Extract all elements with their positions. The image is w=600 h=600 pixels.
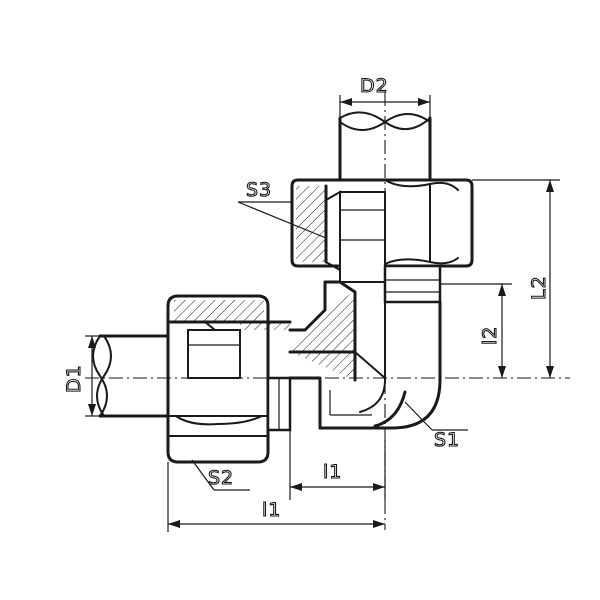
dim-l2-small: l2 [440, 283, 512, 378]
dim-d2: D2 [339, 74, 431, 118]
ferrule-s3 [325, 190, 341, 272]
elbow-body [288, 280, 442, 430]
dim-l2: L2 [472, 179, 560, 378]
dim-s2: S2 [191, 459, 250, 491]
left-ferrule-s2 [187, 329, 241, 379]
l2-small-label: l2 [479, 326, 501, 345]
dim-l1-small: l1 [289, 430, 386, 500]
body-inner-bend [359, 301, 386, 413]
s3-label: S3 [246, 179, 272, 201]
upper-nut-hex-facets [384, 179, 459, 265]
body-section-hatch [290, 290, 355, 380]
d2-label: D2 [360, 75, 389, 97]
body-outer-bend [318, 300, 442, 430]
left-nut [166, 294, 270, 464]
body-bend-lip [373, 390, 407, 428]
l1-small-label: l1 [323, 461, 342, 483]
left-branch [92, 294, 292, 464]
body-outline [288, 280, 357, 382]
upper-threaded-stub [383, 264, 442, 304]
left-nut-section-hatch [174, 300, 264, 322]
upper-branch [290, 111, 474, 304]
s1-label: S1 [434, 429, 460, 451]
s2-label: S2 [208, 467, 234, 489]
dim-s3: S3 [237, 178, 327, 239]
dim-d1: D1 [62, 335, 100, 417]
l1-label: l1 [262, 499, 281, 521]
dim-l1: l1 [167, 462, 385, 532]
d1-label: D1 [63, 364, 85, 393]
l2-label: L2 [528, 275, 550, 300]
dim-s1: S1 [404, 401, 468, 452]
left-tube-break-2 [96, 335, 112, 417]
left-nut-hex-facets [167, 415, 269, 437]
body-diag [354, 351, 386, 379]
upper-nut-section-hatch [296, 186, 326, 262]
upper-tube-inner [339, 191, 386, 283]
left-collar-hatch [240, 322, 290, 330]
upper-nut [290, 178, 474, 268]
